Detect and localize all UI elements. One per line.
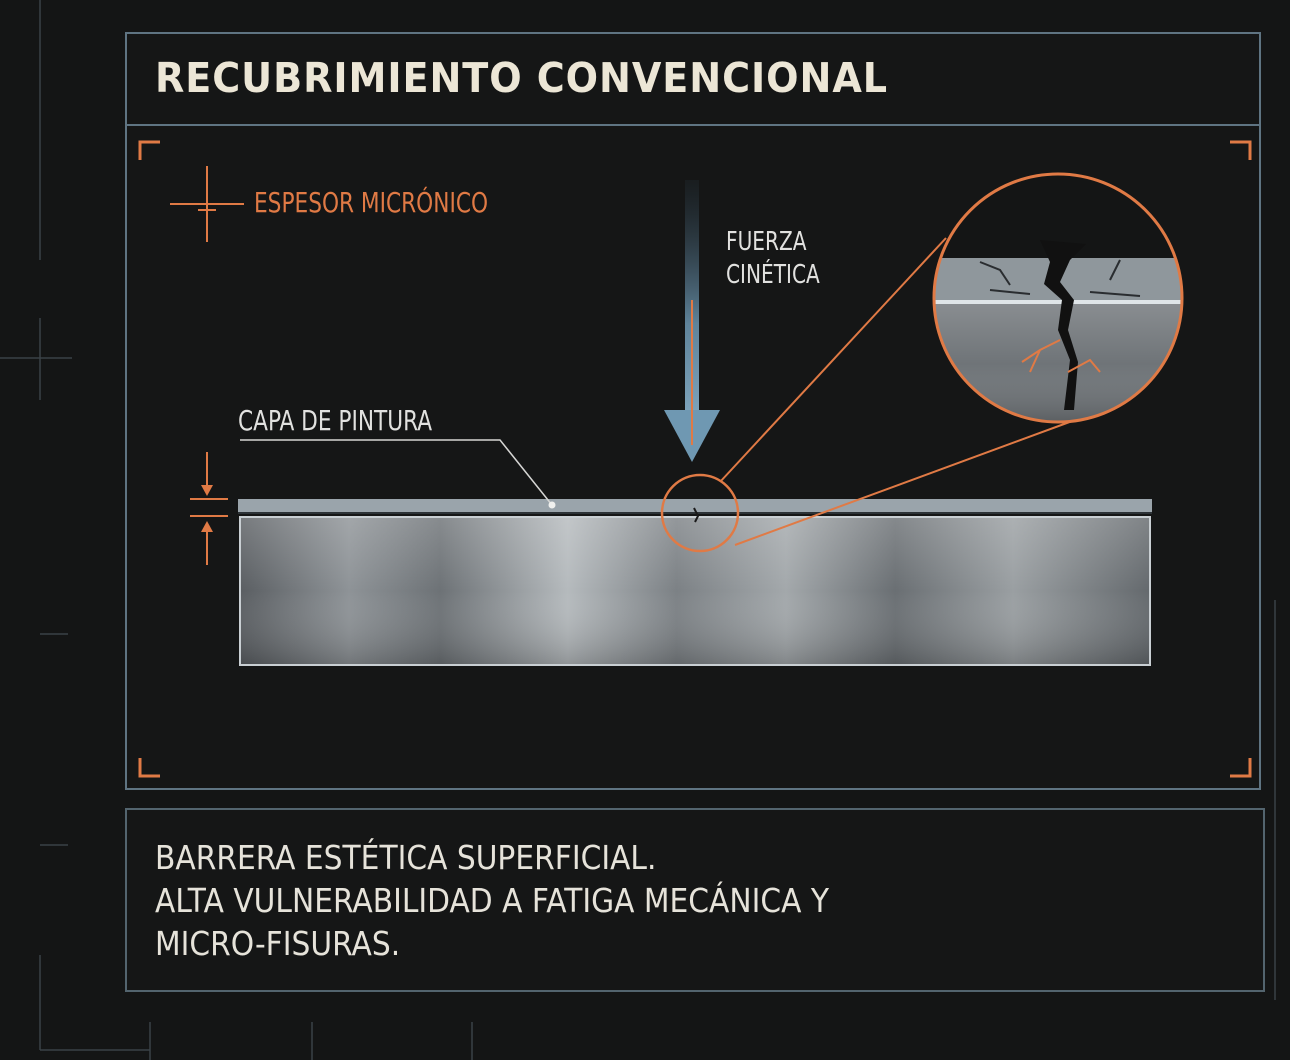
paint-layer-leader [240,439,553,506]
page-title: RECUBRIMIENTO CONVENCIONAL [155,54,889,102]
thickness-label: ESPESOR MICRÓNICO [254,186,489,219]
description-line-3: MICRO-FISURAS. [155,924,401,963]
force-arrow-icon [664,180,720,462]
force-label: FUERZA CINÉTICA [726,226,898,292]
description-line-2: ALTA VULNERABILIDAD A FATIGA MECÁNICA Y [155,881,829,920]
crosshair-icon [170,166,244,242]
description-line-1: BARRERA ESTÉTICA SUPERFICIAL. [155,838,657,877]
zoom-connector [719,237,1076,546]
magnifier-circle-icon [932,172,1184,424]
force-label-line1: FUERZA [726,227,807,257]
paint-layer [238,499,1152,513]
description-panel: BARRERA ESTÉTICA SUPERFICIAL. ALTA VULNE… [125,808,1265,992]
description-text: BARRERA ESTÉTICA SUPERFICIAL. ALTA VULNE… [155,836,1055,965]
paint-layer-label: CAPA DE PINTURA [238,404,433,437]
force-label-line2: CINÉTICA [726,260,820,290]
corner-bracket-icon [138,140,1252,778]
title-bar: RECUBRIMIENTO CONVENCIONAL [127,34,1259,126]
thickness-arrows-icon [190,452,228,565]
impact-point-circle [660,473,740,553]
